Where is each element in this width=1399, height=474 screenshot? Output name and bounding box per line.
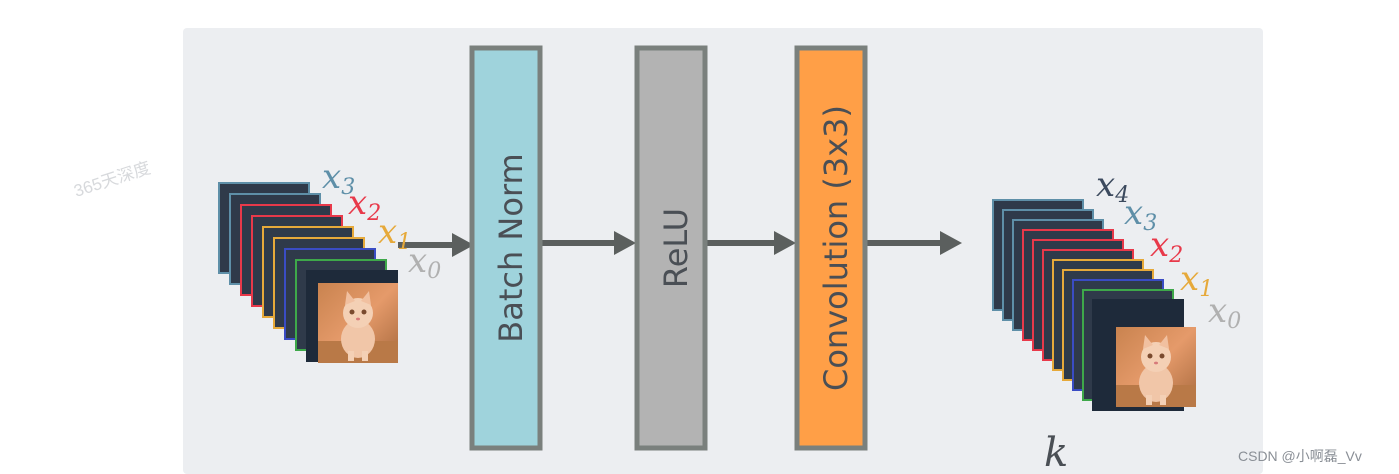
- batch-norm-label: Batch Norm: [492, 153, 530, 342]
- arrow-batchnorm-to-relu: [541, 231, 636, 255]
- svg-text:x4: x4: [1096, 165, 1129, 208]
- convolution-block: Convolution (3x3): [794, 45, 868, 451]
- arrow-conv-to-output: [865, 231, 962, 255]
- growth-rate-k-label: k: [1044, 430, 1068, 474]
- arrow-input-to-batchnorm: [398, 233, 474, 257]
- input-feature-stack: [218, 182, 398, 363]
- svg-text:x0: x0: [408, 241, 441, 284]
- input-labels: x3 x2 x1 x0: [322, 157, 441, 284]
- svg-text:x1: x1: [378, 212, 411, 255]
- output-label-x2: x: [1150, 225, 1169, 265]
- arrow-relu-to-conv: [706, 231, 796, 255]
- credit-text: CSDN @小啊磊_Vv: [1238, 448, 1362, 464]
- kitten-image: [1116, 327, 1196, 407]
- relu-block: ReLU: [634, 45, 708, 451]
- svg-text:x3: x3: [1124, 193, 1157, 236]
- svg-text:x3: x3: [322, 157, 355, 200]
- input-label-x1: x: [378, 212, 397, 252]
- svg-text:x2: x2: [348, 183, 381, 226]
- input-label-x3: x: [322, 157, 341, 197]
- svg-text:x1: x1: [1180, 259, 1213, 302]
- output-label-x4: x: [1096, 165, 1115, 205]
- input-label-x0: x: [408, 241, 427, 281]
- kitten-image: [318, 283, 398, 363]
- svg-text:x0: x0: [1208, 291, 1241, 334]
- batch-norm-block: Batch Norm: [469, 45, 543, 451]
- output-label-x3: x: [1124, 193, 1143, 233]
- output-label-x1: x: [1180, 259, 1199, 299]
- convolution-label: Convolution (3x3): [817, 105, 855, 391]
- output-labels: x4 x3 x2 x1 x0: [1096, 165, 1241, 334]
- output-feature-stack: [992, 199, 1196, 411]
- input-label-x2: x: [348, 183, 367, 223]
- svg-text:x2: x2: [1150, 225, 1183, 268]
- relu-label: ReLU: [657, 208, 695, 288]
- output-label-x0: x: [1208, 291, 1227, 331]
